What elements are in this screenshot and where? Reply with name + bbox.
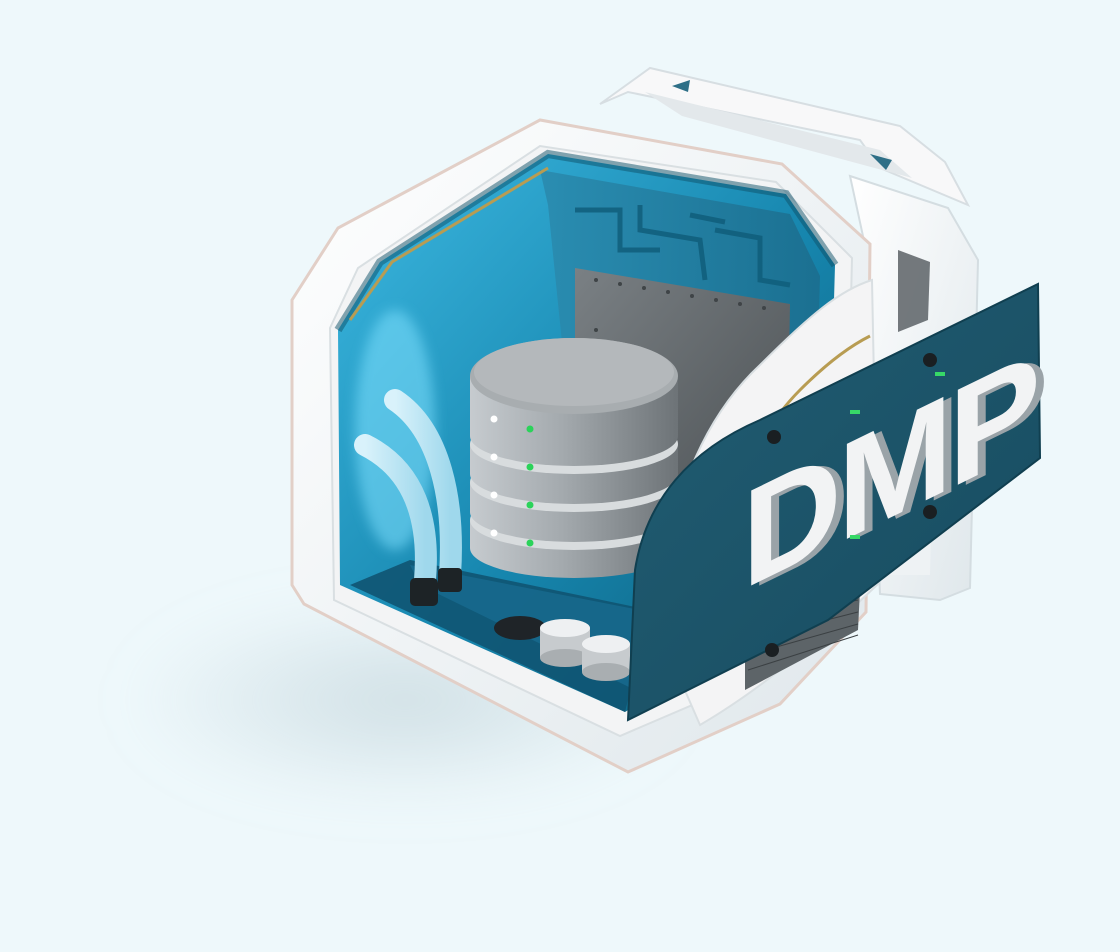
chamber-frame-edge xyxy=(334,149,839,333)
cooling-pipe-front xyxy=(354,434,437,591)
back-top-strip xyxy=(645,92,912,178)
sign-panel-bolts xyxy=(765,353,937,657)
dmp-sign-panel xyxy=(626,282,1042,722)
db-led-white-2 xyxy=(490,453,498,461)
db-led-white-3 xyxy=(490,491,498,499)
db-led-green-4 xyxy=(526,539,534,547)
db-led-green-3 xyxy=(526,501,534,509)
back-marker-right xyxy=(870,154,892,170)
back-marker-left xyxy=(672,80,690,92)
database-leds xyxy=(490,415,534,547)
chamber-top-gold-trim xyxy=(348,166,549,321)
db-led-green-1 xyxy=(526,425,534,433)
back-circuit-traces xyxy=(575,205,791,288)
db-led-white-4 xyxy=(490,529,498,537)
db-led-green-2 xyxy=(526,463,534,471)
right-side-vent xyxy=(898,250,930,332)
pipe-base-front xyxy=(410,578,438,606)
floor-dark-disc xyxy=(494,616,546,640)
floor-cylinder-left xyxy=(540,619,590,667)
db-led-white-1 xyxy=(490,415,498,423)
cooling-pipe-back xyxy=(384,389,462,586)
database-stack xyxy=(470,338,678,578)
pipe-base-back xyxy=(438,568,462,592)
sign-green-accents xyxy=(850,372,945,539)
floor-cylinder-right xyxy=(582,635,630,681)
